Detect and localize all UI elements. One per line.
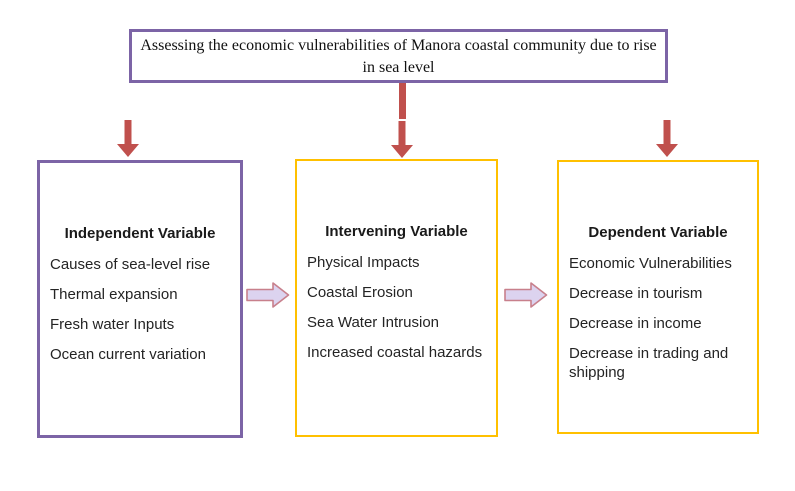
list-item: Decrease in trading and shipping <box>569 345 729 381</box>
list-item: Thermal expansion <box>50 286 178 303</box>
diagram-title-line1: Assessing the economic vulnerabilities o… <box>140 37 657 54</box>
diagram-title: Assessing the economic vulnerabilities o… <box>132 35 665 79</box>
down-arrow-icon <box>391 121 413 158</box>
list-item: Economic Vulnerabilities <box>569 255 732 272</box>
intervening-variable-box: Intervening Variable Physical Impacts Co… <box>295 159 498 437</box>
independent-variable-box: Independent Variable Causes of sea-level… <box>37 160 243 438</box>
list-item: Ocean current variation <box>50 346 206 363</box>
down-arrow-shaft <box>399 83 406 119</box>
list-item: Fresh water Inputs <box>50 316 175 333</box>
list-item: Increased coastal hazards <box>307 344 483 361</box>
down-arrow-icon <box>656 120 678 157</box>
down-arrow-icon <box>117 120 139 157</box>
dependent-variable-box: Dependent Variable Economic Vulnerabilit… <box>557 160 759 434</box>
box-heading: Intervening Variable <box>325 223 468 240</box>
title-box: Assessing the economic vulnerabilities o… <box>129 29 668 83</box>
box-heading: Independent Variable <box>64 225 216 242</box>
diagram-title-line2: in sea level <box>362 59 435 76</box>
list-item: Coastal Erosion <box>307 284 413 301</box>
right-block-arrow-icon <box>504 282 548 308</box>
list-item: Sea Water Intrusion <box>307 314 440 331</box>
list-item: Decrease in tourism <box>569 285 703 302</box>
list-item: Causes of sea-level rise <box>50 256 211 273</box>
list-item: Physical Impacts <box>307 254 420 271</box>
box-heading: Dependent Variable <box>588 224 728 241</box>
right-block-arrow-icon <box>246 282 290 308</box>
list-item: Decrease in income <box>569 315 702 332</box>
